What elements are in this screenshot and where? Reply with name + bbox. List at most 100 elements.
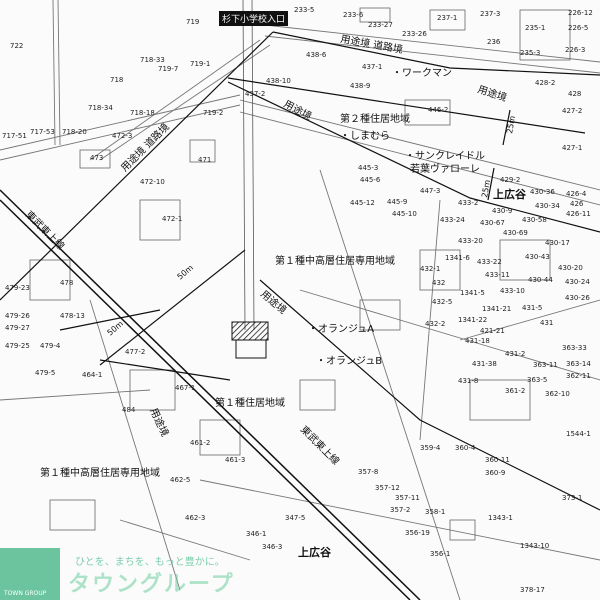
zoning-boundaries: [0, 31, 600, 511]
lot-number: 233-27: [368, 21, 393, 29]
lot-number: 438-6: [306, 51, 327, 59]
lot-number: 479-5: [35, 369, 55, 377]
lot-number: 356-19: [405, 529, 430, 537]
rail-label: 東武東上線: [23, 208, 68, 253]
lot-number: 360-4: [455, 444, 476, 452]
lot-number: 717-51: [2, 132, 27, 140]
lot-number: 426-4: [566, 190, 587, 198]
lot-number: 357-8: [358, 468, 378, 476]
watermark-tagline: ひとを、まちを、もっと豊かに。: [75, 557, 225, 568]
lot-number: 433-24: [440, 216, 465, 224]
lot-number: 421-21: [480, 327, 505, 335]
lot-number: 445-3: [358, 164, 378, 172]
lot-number: 237-1: [437, 14, 457, 22]
lot-number: 430-9: [492, 207, 512, 215]
boundary-label: 用途境: [147, 406, 171, 439]
lot-number: 719-1: [190, 60, 210, 68]
dimension-label: 25m: [505, 115, 517, 134]
lot-number: 1341-21: [482, 305, 511, 313]
lot-number: 479-4: [40, 342, 61, 350]
station-label: 杉下小学校入口: [219, 11, 289, 26]
lot-number: 430-43: [525, 253, 550, 261]
lot-number: 226-5: [568, 24, 588, 32]
lot-number: 433-11: [485, 271, 510, 279]
lot-number: 445-9: [387, 198, 407, 206]
poi-orange-a: ・オランジュA: [308, 323, 374, 335]
lot-number: 378-17: [520, 586, 545, 594]
poi-orange-b: ・オランジュB: [316, 355, 382, 367]
lot-number: 431-2: [505, 350, 525, 358]
lot-number: 363-14: [566, 360, 591, 368]
lot-number: 233-5: [294, 6, 314, 14]
lot-number: 432-2: [425, 320, 445, 328]
dimension-label: 50m: [176, 263, 196, 282]
lot-number: 437-1: [362, 63, 382, 71]
lot-number: 226-12: [568, 9, 593, 17]
lot-number: 433-22: [477, 258, 502, 266]
lot-number: 446-2: [428, 106, 448, 114]
lot-number: 346-3: [262, 543, 282, 551]
lot-number: 1341-6: [445, 254, 470, 262]
lot-number: 428-2: [535, 79, 555, 87]
lot-number: 359-4: [420, 444, 441, 452]
lot-number: 484: [122, 406, 136, 414]
zone-label: 第１種住居地域: [215, 396, 285, 409]
lot-number: 426-11: [566, 210, 591, 218]
lot-number: 477-2: [125, 348, 145, 356]
lot-number: 426: [570, 200, 584, 208]
subject-property: [231, 321, 269, 359]
lot-number: 430-20: [558, 264, 583, 272]
lot-number: 356-1: [430, 550, 450, 558]
lot-number: 479-27: [5, 324, 30, 332]
lot-number: 432: [432, 279, 445, 287]
area-name: 上広谷: [298, 545, 332, 559]
poi-suncradle-name: 若葉ヴァローレ: [410, 162, 480, 175]
poi-shimamura: ・しまむら: [340, 130, 390, 142]
lot-number: 433-20: [458, 237, 483, 245]
poi-workman: ・ワークマン: [392, 67, 452, 79]
lot-number: 357-11: [395, 494, 420, 502]
lot-number: 1544-1: [566, 430, 591, 438]
lot-number: 430-36: [530, 188, 555, 196]
lot-number: 431-5: [522, 304, 542, 312]
lot-number: 235-3: [520, 49, 540, 57]
lot-number: 430-44: [528, 276, 553, 284]
lot-number: 431-38: [472, 360, 497, 368]
lot-number: 1343-1: [488, 514, 513, 522]
lot-number: 236: [487, 38, 501, 46]
buildings: [29, 7, 571, 541]
lot-number: 357-2: [390, 506, 410, 514]
lot-number: 719-2: [203, 109, 223, 117]
lot-number: 430-24: [565, 278, 590, 286]
lot-number: 461-2: [190, 439, 210, 447]
zone-label: 第２種住居地域: [340, 112, 410, 125]
lot-number: 1341-22: [458, 316, 487, 324]
lot-number: 472-10: [140, 178, 165, 186]
lot-number: 358-1: [425, 508, 445, 516]
lot-number: 438-10: [266, 77, 291, 85]
dimension-label: 50m: [106, 319, 126, 338]
lot-number: 445-12: [350, 199, 375, 207]
lot-number: 462-5: [170, 476, 190, 484]
logo-text: TOWN GROUP: [4, 590, 47, 597]
lot-number: 718-20: [62, 128, 87, 136]
lot-number: 479-25: [5, 342, 30, 350]
lot-number: 430-58: [522, 216, 547, 224]
lot-number: 461-3: [225, 456, 245, 464]
lot-number: 447-3: [420, 187, 440, 195]
lot-number: 429-2: [500, 176, 520, 184]
lot-number: 428: [568, 90, 581, 98]
lot-number: 719-7: [158, 65, 178, 73]
lot-number: 427-2: [562, 107, 582, 115]
lot-number: 360-11: [485, 456, 510, 464]
lot-number: 430-34: [535, 202, 560, 210]
lot-number: 471: [198, 156, 211, 164]
lot-number: 431-8: [458, 377, 478, 385]
lot-number: 363-5: [527, 376, 547, 384]
boundary-label: 用途境: [476, 82, 509, 104]
lot-number: 373-1: [562, 494, 582, 502]
lot-number: 464-1: [82, 371, 102, 379]
lot-number: 433-2: [458, 199, 478, 207]
lot-number: 427-1: [562, 144, 582, 152]
